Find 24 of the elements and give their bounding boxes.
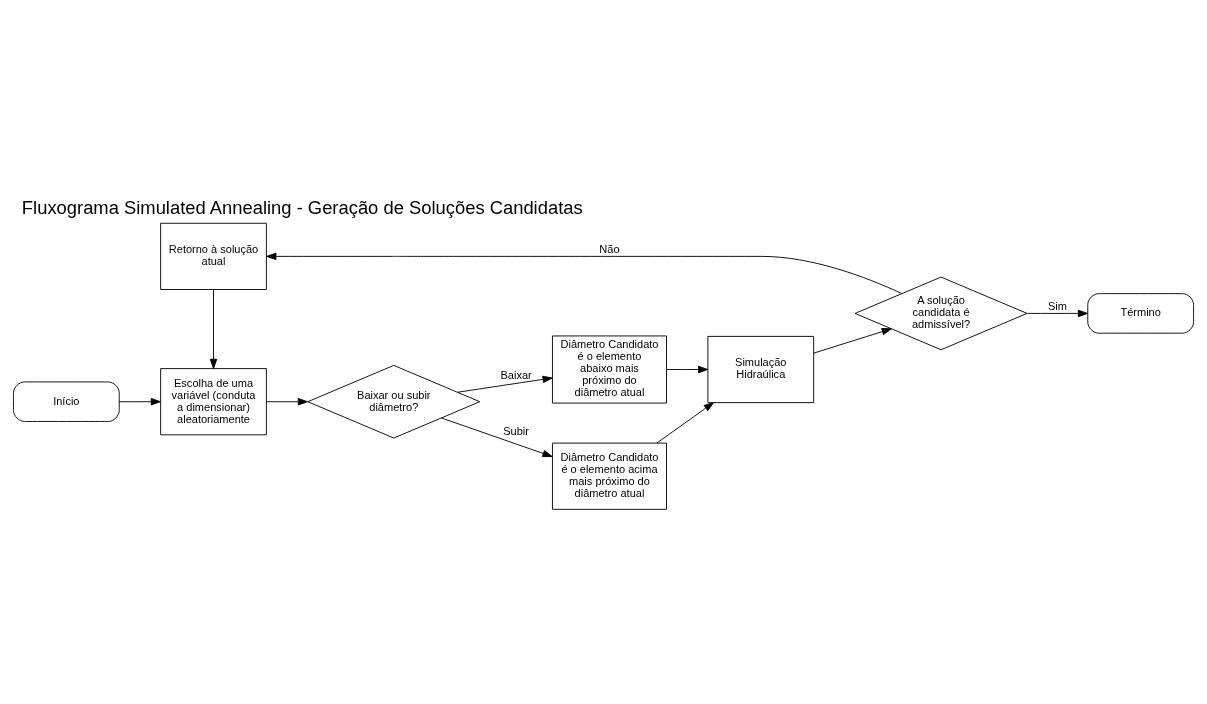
arrow: [813, 327, 892, 354]
arrow: [666, 365, 709, 373]
node-box: Diâmetro Candidato é o elemento acima mais próximo do diâmetro atual: [552, 442, 667, 510]
edge-label: Não: [599, 242, 620, 255]
edge-label: Subir: [503, 424, 529, 437]
arrow: [656, 401, 714, 443]
node-box: Retorno à solução atual: [160, 222, 267, 290]
diagram-title: Fluxograma Simulated Annealing - Geração de Soluções Candidatas: [21, 196, 583, 218]
node-box: Término: [1087, 292, 1194, 334]
arrow: [266, 252, 903, 294]
node-box: Diâmetro Candidato é o elemento abaixo mais próximo do diâmetro atual: [552, 335, 667, 404]
arrow: [266, 397, 308, 405]
arrow: [209, 288, 218, 369]
arrow: [118, 397, 161, 405]
node-box: Escolha de uma variável (conduta a dimensionar) aleatoriamente: [160, 367, 267, 435]
node-box: Início: [13, 380, 120, 422]
edge-label: Baixar: [500, 368, 532, 381]
edge-label: Sim: [1047, 299, 1067, 312]
arrow: [457, 375, 553, 393]
node-diamond: A solução candidata é admissível?: [854, 276, 1028, 350]
arrow: [440, 417, 553, 457]
arrow: [1026, 309, 1088, 317]
node-box: Simulação Hidraúlica: [707, 335, 815, 403]
node-diamond: Baixar ou subir diâmetro?: [307, 364, 481, 438]
